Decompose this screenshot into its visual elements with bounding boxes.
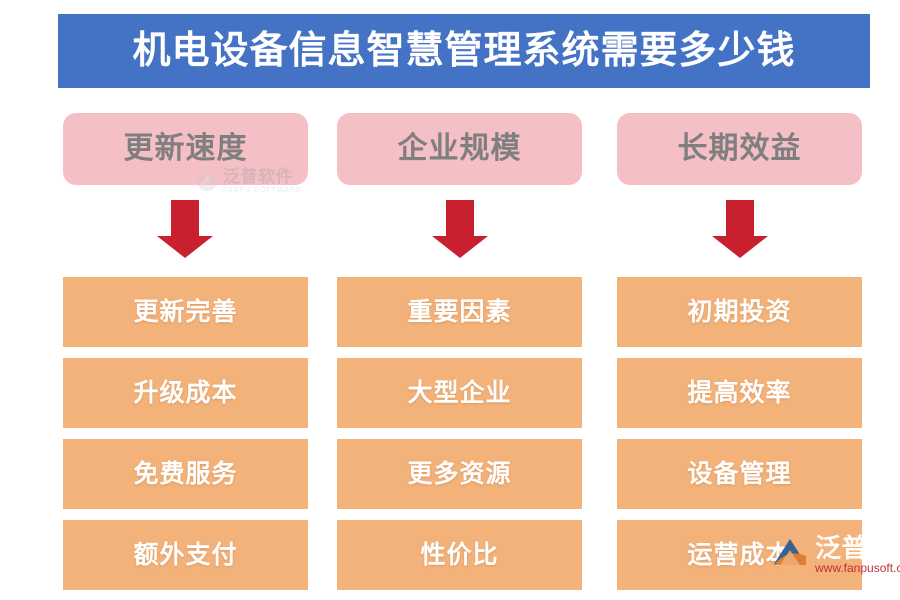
category-box-2[interactable]: 企业规模 (337, 113, 582, 185)
watermark-brand-en: FANPU SOFTWARE (223, 187, 302, 194)
item-label: 重要因素 (407, 297, 512, 326)
item-box[interactable]: 更新完善 (63, 277, 308, 347)
items-column-1: 更新完善 升级成本 免费服务 额外支付 (63, 277, 308, 600)
category-box-3[interactable]: 长期效益 (617, 113, 862, 185)
item-box[interactable]: 运营成本 (617, 520, 862, 590)
item-label: 性价比 (420, 540, 499, 569)
item-box[interactable]: 性价比 (337, 520, 582, 590)
header-banner: 机电设备信息智慧管理系统需要多少钱 (58, 14, 870, 88)
item-label: 升级成本 (133, 378, 238, 407)
category-box-1[interactable]: 更新速度 (63, 113, 308, 185)
category-label-1: 更新速度 (123, 132, 248, 165)
item-label: 更新完善 (133, 297, 238, 326)
item-label: 额外支付 (133, 540, 238, 569)
category-row: 更新速度 企业规模 长期效益 (0, 113, 900, 185)
item-box[interactable]: 额外支付 (63, 520, 308, 590)
category-label-2: 企业规模 (397, 132, 522, 165)
item-label: 设备管理 (687, 459, 792, 488)
item-box[interactable]: 初期投资 (617, 277, 862, 347)
items-grid: 更新完善 升级成本 免费服务 额外支付 重要因素 大型企业 更多资源 (0, 277, 900, 600)
items-column-2: 重要因素 大型企业 更多资源 性价比 (337, 277, 582, 600)
item-box[interactable]: 升级成本 (63, 358, 308, 428)
item-box[interactable]: 提高效率 (617, 358, 862, 428)
down-arrow-icon-1 (157, 200, 213, 258)
item-label: 提高效率 (687, 378, 792, 407)
item-box[interactable]: 设备管理 (617, 439, 862, 509)
category-label-3: 长期效益 (677, 132, 802, 165)
item-box[interactable]: 更多资源 (337, 439, 582, 509)
item-box[interactable]: 重要因素 (337, 277, 582, 347)
items-column-3: 初期投资 提高效率 设备管理 运营成本 (617, 277, 862, 600)
item-box[interactable]: 免费服务 (63, 439, 308, 509)
down-arrow-icon-3 (712, 200, 768, 258)
item-box[interactable]: 大型企业 (337, 358, 582, 428)
item-label: 大型企业 (407, 378, 512, 407)
item-label: 运营成本 (687, 540, 792, 569)
page-title: 机电设备信息智慧管理系统需要多少钱 (132, 30, 796, 72)
item-label: 更多资源 (407, 459, 512, 488)
item-label: 免费服务 (133, 459, 238, 488)
item-label: 初期投资 (687, 297, 792, 326)
down-arrow-icon-2 (432, 200, 488, 258)
